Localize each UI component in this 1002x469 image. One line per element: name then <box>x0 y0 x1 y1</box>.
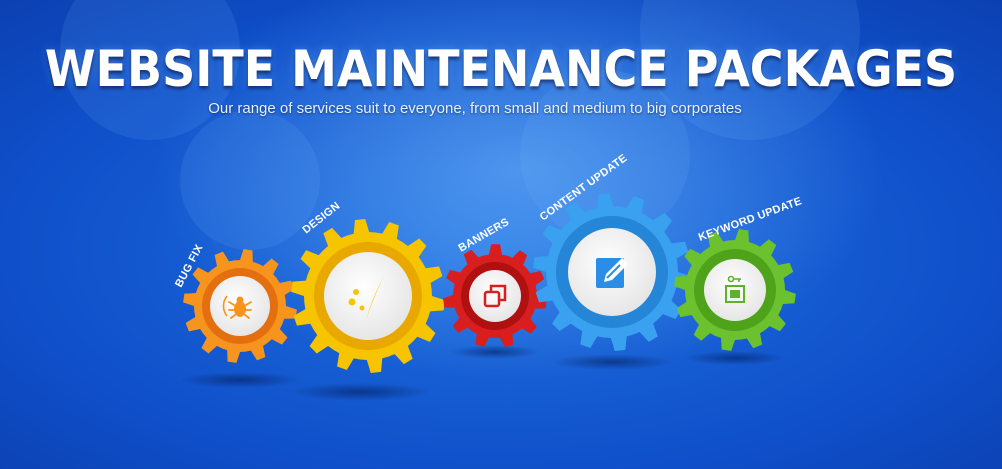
gear-label-banners: BANNERS <box>457 216 512 255</box>
gear-center <box>324 252 412 340</box>
gear-banners[interactable] <box>443 244 547 348</box>
pen-stroke-icon <box>348 276 384 320</box>
page-title: WEBSITE MAINTENANCE PACKAGES <box>44 40 958 98</box>
key-tag-icon <box>725 275 745 303</box>
gear-bug-fix[interactable] <box>183 249 297 363</box>
background-bokeh <box>180 110 320 250</box>
bug-icon <box>222 295 252 319</box>
edit-icon <box>596 258 628 288</box>
layers-icon <box>483 284 507 308</box>
gear-shadow <box>180 372 300 388</box>
page-subtitle: Our range of services suit to everyone, … <box>208 100 742 117</box>
gear-content-update[interactable] <box>533 193 691 351</box>
gear-label-keyword-update: KEYWORD UPDATE <box>697 195 804 244</box>
gear-center <box>469 270 521 322</box>
gear-design[interactable] <box>291 219 445 373</box>
gear-keyword-update[interactable] <box>674 229 796 351</box>
gear-shadow <box>450 345 540 359</box>
background-bokeh <box>60 0 240 140</box>
gear-label-design: DESIGN <box>300 200 342 237</box>
gear-shadow <box>685 351 785 365</box>
gear-shadow <box>290 383 430 401</box>
gear-shadow <box>552 354 672 370</box>
